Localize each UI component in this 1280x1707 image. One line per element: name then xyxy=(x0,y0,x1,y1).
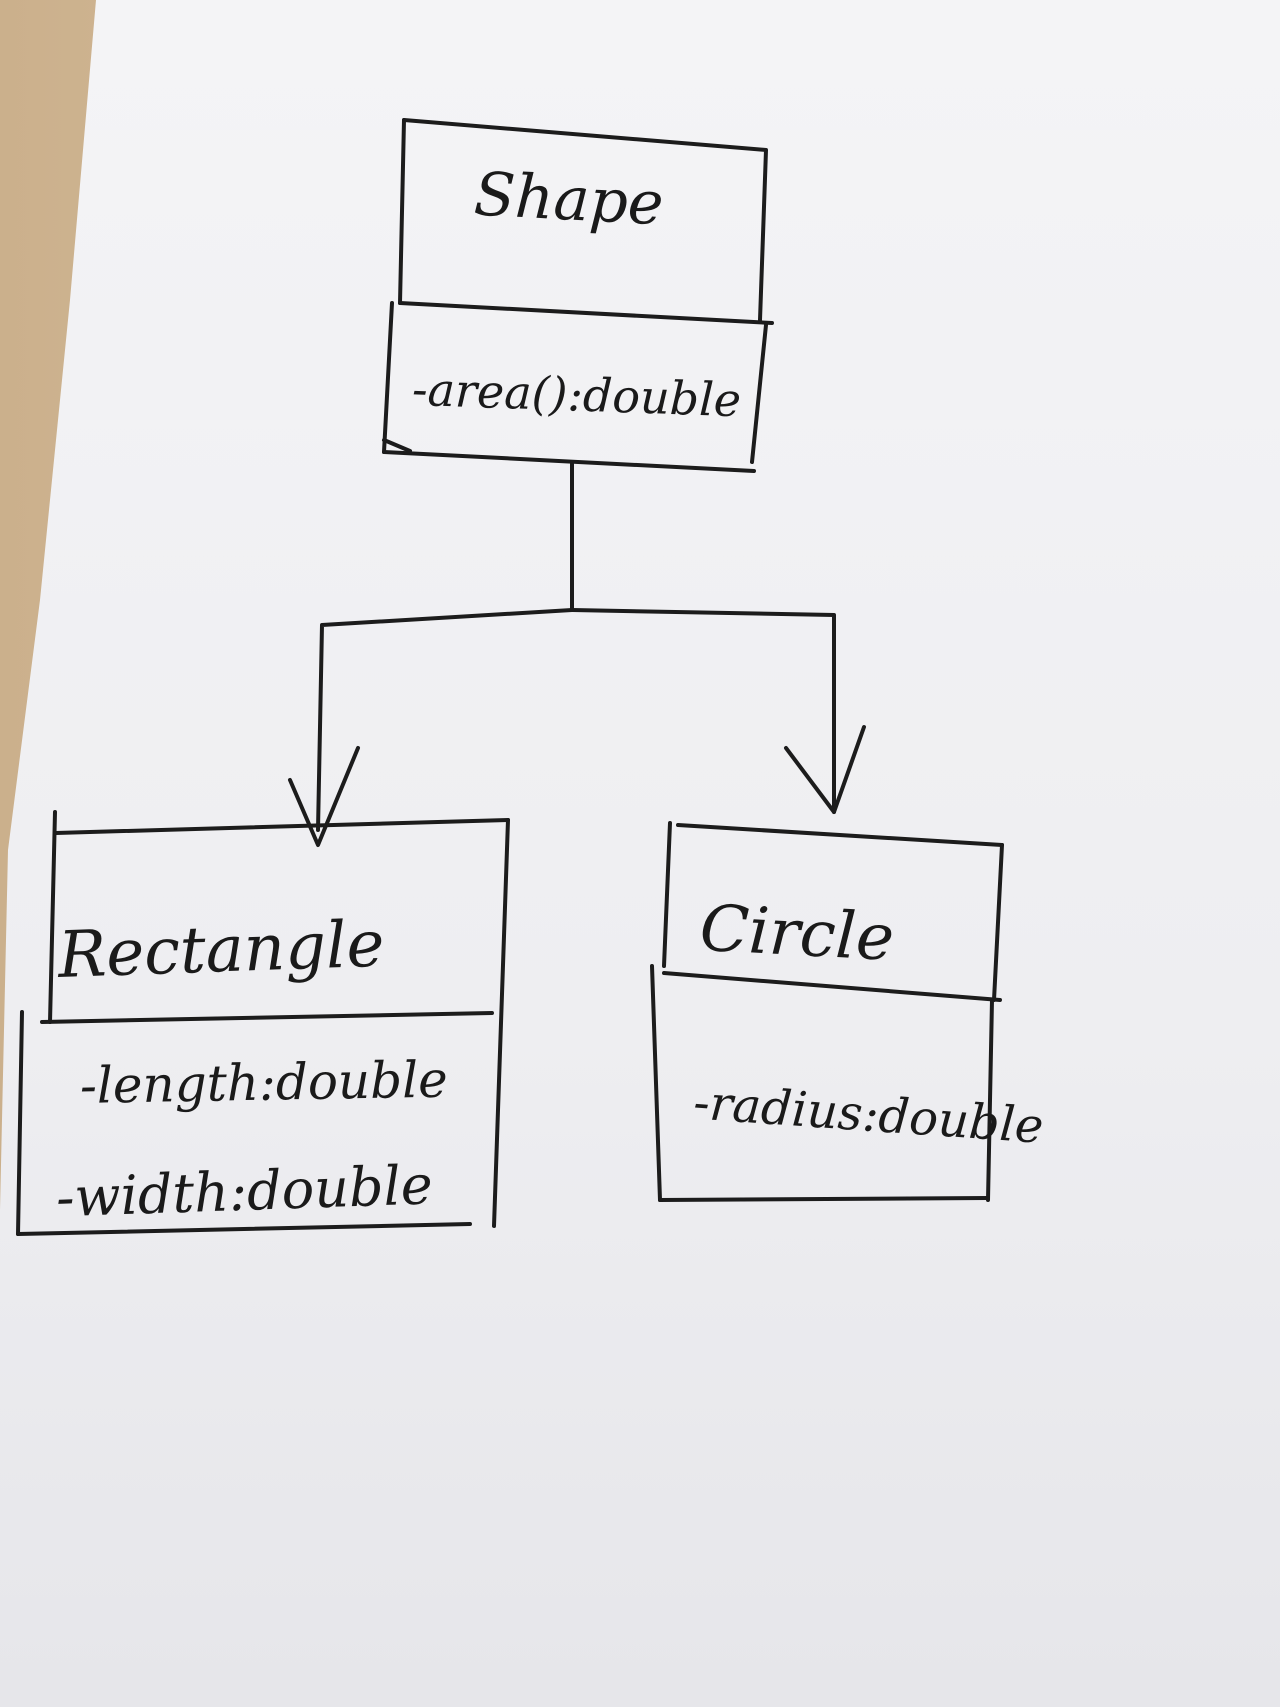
rectangle-member-0: -length:double xyxy=(79,1051,448,1115)
class-name-circle: Circle xyxy=(698,892,896,976)
class-name-rectangle: Rectangle xyxy=(56,908,386,993)
shape-box-outline xyxy=(402,118,768,322)
arrowhead-rectangle xyxy=(288,746,360,847)
rectangle-member-1: -width:double xyxy=(55,1153,434,1229)
arrowhead-circle xyxy=(784,725,866,814)
shape-member-0: -area():double xyxy=(411,362,742,427)
class-box-circle xyxy=(650,821,1004,1202)
shape-box-divider xyxy=(398,301,774,325)
branch-line-rectangle xyxy=(316,608,574,832)
class-box-rectangle xyxy=(16,810,510,1236)
branch-line-circle xyxy=(570,608,836,814)
connector-lines xyxy=(316,461,836,832)
circle-box-divider xyxy=(662,971,1002,1002)
rectangle-box-divider xyxy=(40,1011,494,1024)
class-name-shape: Shape xyxy=(472,160,665,240)
class-box-shape xyxy=(382,118,774,473)
